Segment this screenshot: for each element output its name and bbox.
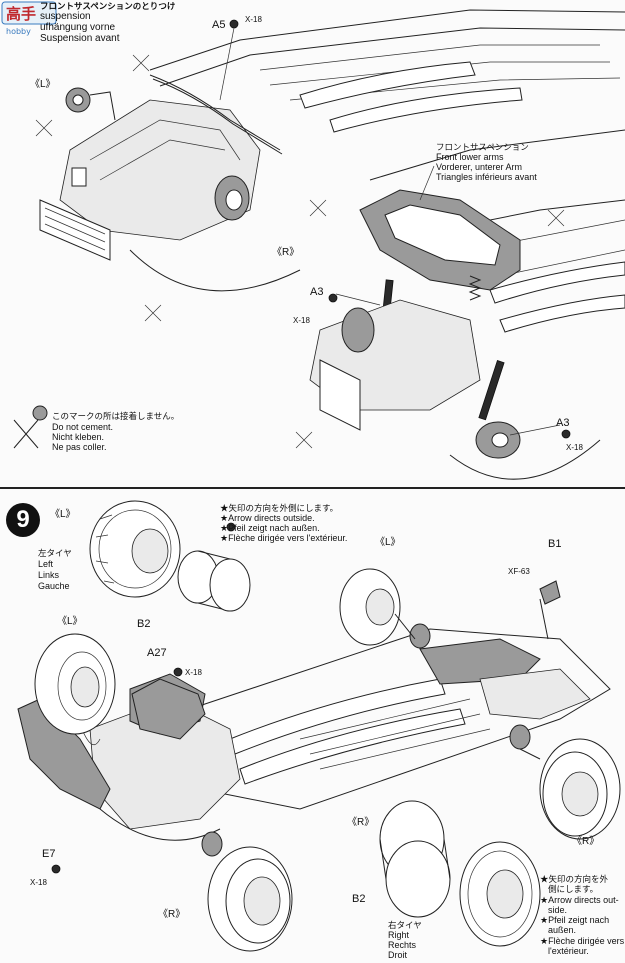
- tire-left-top: [89, 500, 181, 598]
- step8-title-de: ufhängung vorne: [40, 22, 116, 33]
- paint-code-x18-e7: X-18: [30, 878, 47, 887]
- tire-left-front: [34, 633, 116, 735]
- tire-right-front: [207, 846, 293, 952]
- step8-title-fr: Suspension avant: [40, 33, 120, 44]
- wheel-b2-bottom: [379, 800, 451, 918]
- no-cement-ja: このマークの所は接着しません。: [52, 411, 180, 421]
- right-tire-en: Right: [388, 930, 410, 940]
- arrow-note-en: ★Arrow directs outside.: [220, 513, 315, 523]
- paint-code-x18-left: X-18: [293, 316, 310, 325]
- lower-arms-de: Vorderer, unterer Arm: [436, 162, 523, 172]
- step8-diagram: [13, 9, 625, 480]
- arrow-note2-en1: ★Arrow directs out-: [540, 895, 619, 905]
- no-cement-symbol: [13, 405, 48, 449]
- label-r-lower: 《R》: [158, 909, 186, 920]
- watermark-text: hobby: [6, 27, 31, 36]
- front-chassis-assembly: [35, 9, 625, 322]
- arrow-note2-de2: außen.: [548, 925, 577, 935]
- label-l-mid: 《L》: [375, 537, 401, 548]
- part-label-a3-left: A3: [310, 286, 324, 298]
- part-label-a3-right: A3: [556, 417, 570, 429]
- left-tire-fr: Gauche: [38, 581, 70, 591]
- svg-text:高手: 高手: [6, 5, 36, 23]
- lower-arms-en: Front lower arms: [436, 152, 504, 162]
- part-b1: [539, 580, 561, 605]
- arrow-note2-de1: ★Pfeil zeigt nach: [540, 915, 610, 925]
- arrow: [394, 613, 416, 640]
- arrow-note-ja: ★矢印の方向を外側にします。: [220, 503, 339, 513]
- arrow-note2-fr2: l'extérieur.: [548, 946, 589, 956]
- part-label-b2-bottom: B2: [352, 893, 366, 905]
- step9-number: 9: [6, 503, 40, 537]
- wheel-b2-top: [177, 550, 251, 612]
- no-cement-de: Nicht kleben.: [52, 432, 105, 442]
- label-l-top: 《L》: [50, 509, 76, 520]
- right-tire-ja: 右タイヤ: [388, 920, 422, 930]
- paint-code-x18: X-18: [245, 15, 262, 24]
- right-side-label: 《R》: [272, 247, 300, 258]
- arrow-note2-fr1: ★Flèche dirigée vers: [540, 936, 625, 946]
- arrow-note-fr: ★Flèche dirigée vers l'extérieur.: [220, 533, 348, 543]
- part-label-a27: A27: [147, 647, 167, 659]
- right-tire-fr: Droit: [388, 950, 408, 960]
- no-cement-fr: Ne pas coller.: [52, 442, 107, 452]
- left-tire-ja: 左タイヤ: [38, 548, 72, 558]
- left-tire-en: Left: [38, 559, 54, 569]
- part-label-b2-top: B2: [137, 618, 151, 630]
- arrow-note2-ja2: 側にします。: [548, 884, 599, 894]
- step8-title-en: suspension: [40, 11, 91, 22]
- paint-code-x18-a27: X-18: [185, 668, 202, 677]
- watermark-logo: 高手 hobby: [1, 1, 57, 36]
- part-a27: [131, 678, 206, 740]
- left-tire-de: Links: [38, 570, 60, 580]
- step8-title-ja: フロントサスペンションのとりつけ: [40, 1, 176, 11]
- paint-code-xf63: XF-63: [508, 567, 530, 576]
- arrow-note2-en2: side.: [548, 905, 568, 915]
- arrow-note2-ja1: ★矢印の方向を外: [540, 874, 609, 884]
- label-r-center: 《R》: [347, 817, 375, 828]
- right-tire-de: Rechts: [388, 940, 417, 950]
- lower-arm-assembly: [295, 129, 625, 480]
- left-side-label: 《L》: [30, 79, 56, 90]
- part-label-b1: B1: [548, 538, 562, 550]
- part-label-a5: A5: [212, 19, 226, 31]
- step9-diagram: [17, 500, 621, 952]
- paint-code-x18-right: X-18: [566, 443, 583, 452]
- lower-arms-ja: フロントサスペンション: [436, 142, 529, 152]
- lower-arms-fr: Triangles inférieurs avant: [436, 172, 537, 182]
- no-cement-en: Do not cement.: [52, 422, 114, 432]
- part-label-e7: E7: [42, 848, 56, 860]
- tire-right-rear: [539, 738, 621, 840]
- label-r-right: 《R》: [572, 836, 600, 847]
- tire-left-rear: [339, 568, 401, 646]
- label-l-left: 《L》: [57, 616, 83, 627]
- tire-right-bottom: [459, 841, 541, 947]
- step-divider: [0, 487, 625, 489]
- arrow-note-de: ★Pfeil zeigt nach außen.: [220, 523, 320, 533]
